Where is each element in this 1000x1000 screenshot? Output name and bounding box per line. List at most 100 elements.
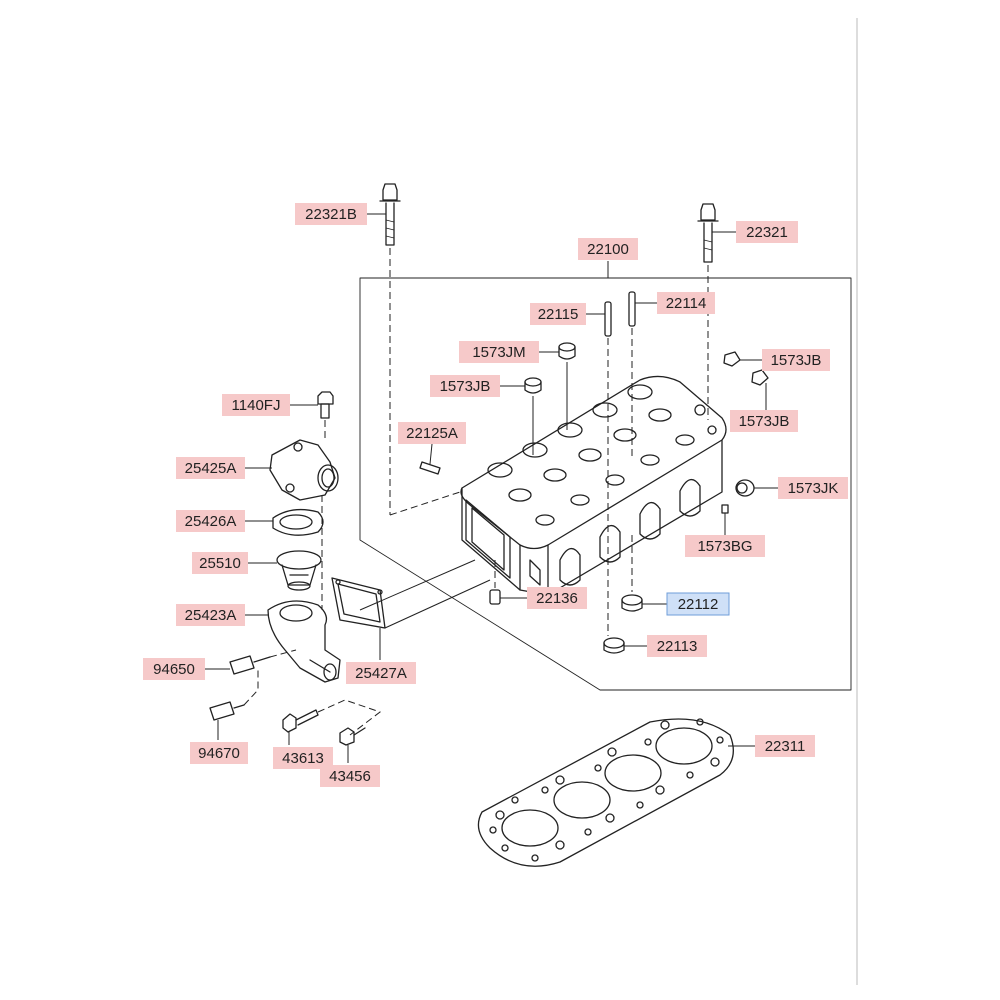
part-label-1573jk[interactable]: 1573JK <box>778 477 848 499</box>
part-label-1573jb-right-top[interactable]: 1573JB <box>762 349 830 371</box>
part-label-22115[interactable]: 22115 <box>530 303 586 325</box>
part-label-1573jm[interactable]: 1573JM <box>459 341 539 363</box>
cap-1573JB-left-drawing <box>524 377 542 394</box>
cap-1573JB-right-drawing <box>751 369 769 386</box>
housing-25425A-drawing <box>269 439 339 501</box>
part-label-1573bg[interactable]: 1573BG <box>685 535 765 557</box>
part-number-text: 22115 <box>538 306 579 323</box>
part-number-text: 1573JB <box>739 413 790 430</box>
part-label-22311[interactable]: 22311 <box>755 735 815 757</box>
part-number-text: 94670 <box>198 745 240 762</box>
head-gasket-22311-drawing <box>477 718 734 867</box>
part-label-background <box>459 341 539 363</box>
part-label-43456[interactable]: 43456 <box>320 765 380 787</box>
part-number-text: 1573JK <box>788 480 839 497</box>
part-number-text: 22321B <box>305 206 357 223</box>
part-number-text: 25426A <box>185 513 237 530</box>
bolt-22321-drawing <box>697 203 719 263</box>
part-label-background <box>657 292 715 314</box>
part-label-25423a[interactable]: 25423A <box>176 604 245 626</box>
cap-1573JM-drawing <box>558 342 576 360</box>
part-number-text: 43613 <box>282 750 324 767</box>
part-label-background <box>527 587 587 609</box>
part-label-22321b[interactable]: 22321B <box>295 203 367 225</box>
part-label-background <box>685 535 765 557</box>
part-number-text: 1573BG <box>697 538 752 555</box>
part-label-background <box>192 552 248 574</box>
part-label-22100[interactable]: 22100 <box>578 238 638 260</box>
part-label-background <box>346 662 416 684</box>
part-label-1573jb-right[interactable]: 1573JB <box>730 410 798 432</box>
part-label-22136[interactable]: 22136 <box>527 587 587 609</box>
plug-1573BG-drawing <box>721 504 729 514</box>
part-number-text: 25423A <box>185 607 237 624</box>
part-number-text: 22114 <box>666 295 707 312</box>
part-label-background <box>398 422 466 444</box>
part-label-22113[interactable]: 22113 <box>647 635 707 657</box>
part-number-text: 22125A <box>406 425 458 442</box>
part-number-text: 22100 <box>587 241 629 258</box>
part-label-25427a[interactable]: 25427A <box>346 662 416 684</box>
pin-22136-drawing <box>489 589 501 605</box>
part-number-text: 1573JM <box>472 344 525 361</box>
cap-1573JB-right-top-drawing <box>723 351 741 367</box>
part-label-94670[interactable]: 94670 <box>190 742 248 764</box>
part-label-22112[interactable]: 22112 <box>666 592 730 616</box>
part-label-background <box>778 477 848 499</box>
pin-22115-drawing <box>604 301 612 337</box>
part-label-background <box>176 457 245 479</box>
part-label-94650[interactable]: 94650 <box>143 658 205 680</box>
part-number-text: 1573JB <box>771 352 822 369</box>
part-number-text: 25427A <box>355 665 407 682</box>
part-label-25426a[interactable]: 25426A <box>176 510 245 532</box>
part-label-background <box>736 221 798 243</box>
part-label-25425a[interactable]: 25425A <box>176 457 245 479</box>
gasket-to-head-leader-2 <box>359 559 476 611</box>
part-label-background <box>222 394 290 416</box>
part-label-22114[interactable]: 22114 <box>657 292 715 314</box>
part-label-background <box>273 747 333 769</box>
part-label-background <box>320 765 380 787</box>
part-label-25510[interactable]: 25510 <box>192 552 248 574</box>
part-number-text: 1573JB <box>440 378 491 395</box>
part-label-background <box>176 604 245 626</box>
part-labels: 22321B 22321 22100 22115 22114 1573JM 1573JB 15… <box>143 203 848 787</box>
part-label-background <box>190 742 248 764</box>
thermostat-25510-drawing <box>276 550 322 591</box>
part-number-text: 25425A <box>185 460 237 477</box>
bolts-route-dashed <box>317 699 382 736</box>
bolt-43456-drawing <box>339 727 366 746</box>
cylinder-head-drawing <box>460 375 727 596</box>
part-number-text: 94650 <box>153 661 195 678</box>
bolt-43613-drawing <box>282 709 319 733</box>
pin-22114-drawing <box>628 291 636 327</box>
part-number-text: 22311 <box>765 738 806 755</box>
sensor-94650-leader-dashed <box>269 649 297 658</box>
part-label-22125a[interactable]: 22125A <box>398 422 466 444</box>
part-label-background <box>578 238 638 260</box>
part-label-background <box>295 203 367 225</box>
sensor-94670-leader-dashed <box>243 670 259 706</box>
part-label-1573jb-left[interactable]: 1573JB <box>430 375 500 397</box>
part-label-1140fj[interactable]: 1140FJ <box>222 394 290 416</box>
part-number-text: 22136 <box>536 590 578 607</box>
bolt-1140FJ-drawing <box>317 391 334 419</box>
part-label-background <box>647 635 707 657</box>
part-number-text: 22321 <box>746 224 788 241</box>
part-label-background <box>143 658 205 680</box>
part-label-background <box>730 410 798 432</box>
housing-25423A-drawing <box>267 600 341 683</box>
part-label-background <box>755 735 815 757</box>
part-label-43613[interactable]: 43613 <box>273 747 333 769</box>
part-number-text: 22112 <box>678 596 719 613</box>
seat-22113-drawing <box>603 637 625 654</box>
gasket-25426A-drawing <box>272 508 324 536</box>
plug-1573JK-drawing <box>735 479 755 497</box>
gasket-to-head-leader <box>384 579 491 629</box>
part-number-text: 1140FJ <box>232 397 281 414</box>
part-label-22321[interactable]: 22321 <box>736 221 798 243</box>
assembly-frame <box>359 277 852 691</box>
leader-22125A <box>429 443 433 465</box>
part-label-background <box>530 303 586 325</box>
sensor-94650-drawing <box>229 655 271 675</box>
